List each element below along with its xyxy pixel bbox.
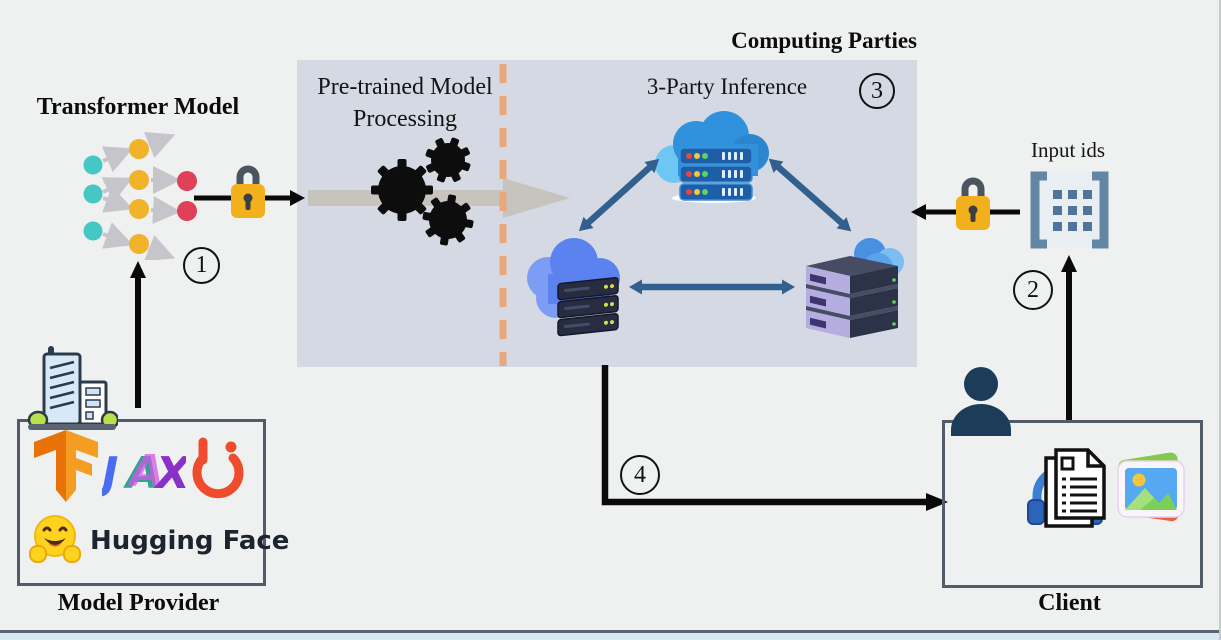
lock-icon (956, 177, 990, 230)
computing-parties-title: Computing Parties (731, 28, 917, 53)
step-2-number: 2 (1027, 276, 1039, 303)
svg-text:A: A (127, 446, 164, 497)
svg-text:X: X (153, 448, 186, 499)
neural-network-icon (83, 132, 197, 260)
client-box (942, 420, 1203, 588)
matrix-icon (1030, 171, 1109, 249)
images-icon (1117, 452, 1185, 522)
mpc-arrow-left-diagonal (578, 158, 660, 232)
huggingface-logo-icon (29, 515, 81, 563)
dashed-divider (499, 64, 507, 366)
step-4-number: 4 (634, 461, 646, 488)
slide-bottom-strip (0, 633, 1221, 640)
pretrained-processing-label: Pre-trained Model Processing (303, 72, 507, 135)
documents-icon (1044, 448, 1106, 528)
step-3-number: 3 (871, 77, 883, 104)
gears-icon (371, 137, 474, 246)
cloud-server-right-icon (806, 238, 904, 338)
arrow-result-to-client (601, 365, 948, 511)
mpc-arrow-right-diagonal (768, 158, 852, 232)
model-provider-label: Model Provider (57, 590, 220, 616)
slide-bottom-border (0, 630, 1221, 633)
slide-right-border (1219, 0, 1221, 640)
step-3-badge: 3 (859, 73, 895, 109)
transformer-model-title: Transformer Model (36, 94, 240, 120)
inference-label: 3-Party Inference (646, 74, 808, 99)
step-2-badge: 2 (1013, 270, 1053, 310)
huggingface-label: Hugging Face (90, 526, 290, 556)
pretrained-line2: Processing (353, 105, 457, 132)
pytorch-logo-icon (192, 437, 244, 499)
jax-logo-icon: J A A X (102, 446, 186, 499)
arrow-client-to-input (1061, 255, 1077, 420)
input-ids-label: Input ids (1030, 138, 1106, 162)
cloud-server-left-icon (527, 238, 620, 337)
pretrained-line1: Pre-trained Model (317, 74, 493, 100)
cloud-server-top-icon (655, 111, 769, 203)
step-1-badge: 1 (183, 247, 220, 284)
step-4-badge: 4 (620, 455, 660, 495)
step-1-number: 1 (195, 252, 208, 278)
arrow-provider-to-model (130, 261, 146, 408)
tensorflow-logo-icon (34, 430, 98, 502)
svg-text:A: A (123, 448, 160, 499)
svg-text:J: J (102, 448, 118, 499)
client-label: Client (1038, 590, 1101, 616)
building-icon (27, 346, 118, 430)
person-icon (951, 367, 1011, 436)
mpc-arrow-bottom (629, 279, 795, 295)
model-provider-box (17, 419, 266, 586)
lock-icon (231, 165, 265, 218)
